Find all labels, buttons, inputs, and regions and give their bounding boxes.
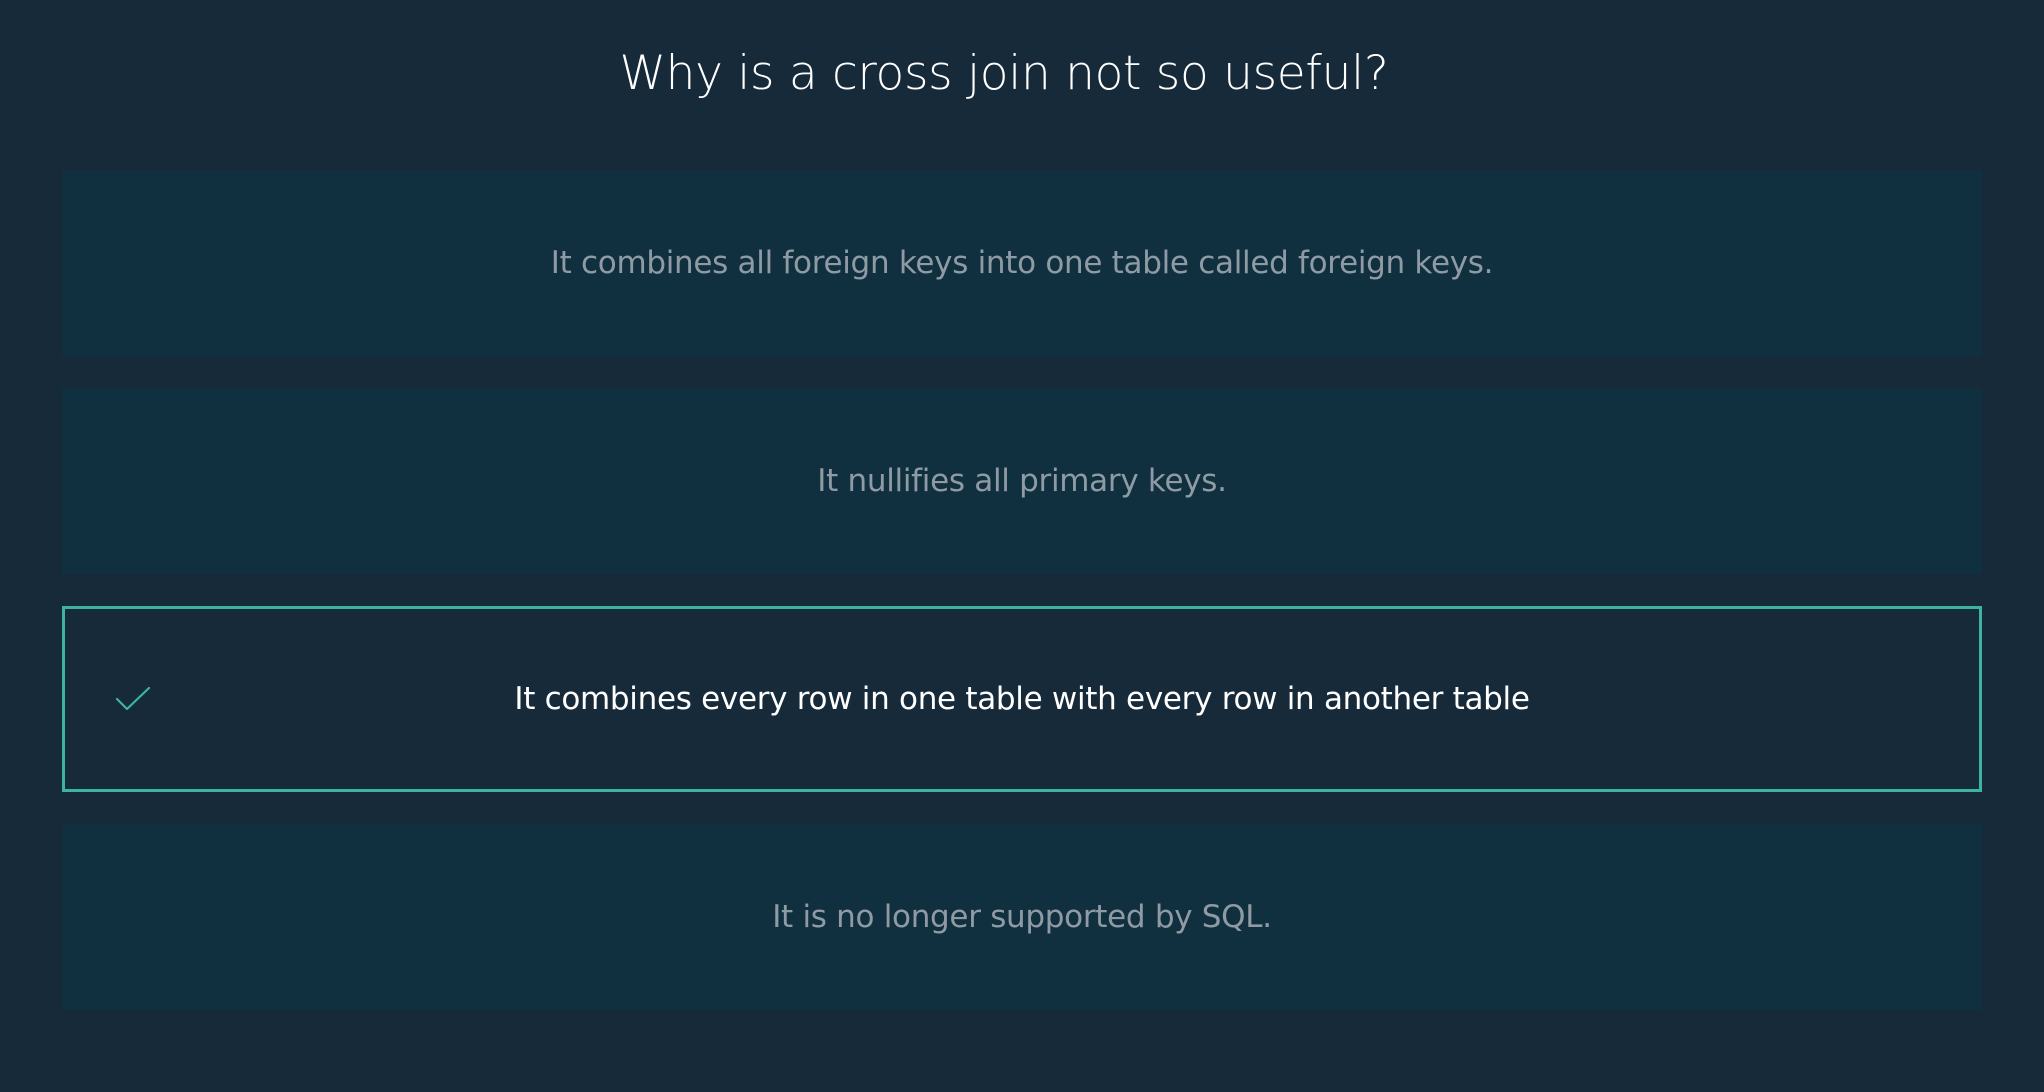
answer-option-2[interactable]: It nullifies all primary keys. xyxy=(62,388,1982,574)
answer-option-label: It nullifies all primary keys. xyxy=(817,463,1227,499)
checkmark-icon xyxy=(115,686,151,711)
answer-option-4[interactable]: It is no longer supported by SQL. xyxy=(62,824,1982,1010)
answer-options: It combines all foreign keys into one ta… xyxy=(62,170,1982,1042)
answer-option-label: It combines every row in one table with … xyxy=(514,681,1530,717)
answer-option-label: It is no longer supported by SQL. xyxy=(772,899,1272,935)
answer-option-label: It combines all foreign keys into one ta… xyxy=(550,245,1494,281)
answer-option-3-selected[interactable]: It combines every row in one table with … xyxy=(62,606,1982,792)
question-title: Why is a cross join not so useful? xyxy=(619,46,1389,101)
answer-option-1[interactable]: It combines all foreign keys into one ta… xyxy=(62,170,1982,356)
